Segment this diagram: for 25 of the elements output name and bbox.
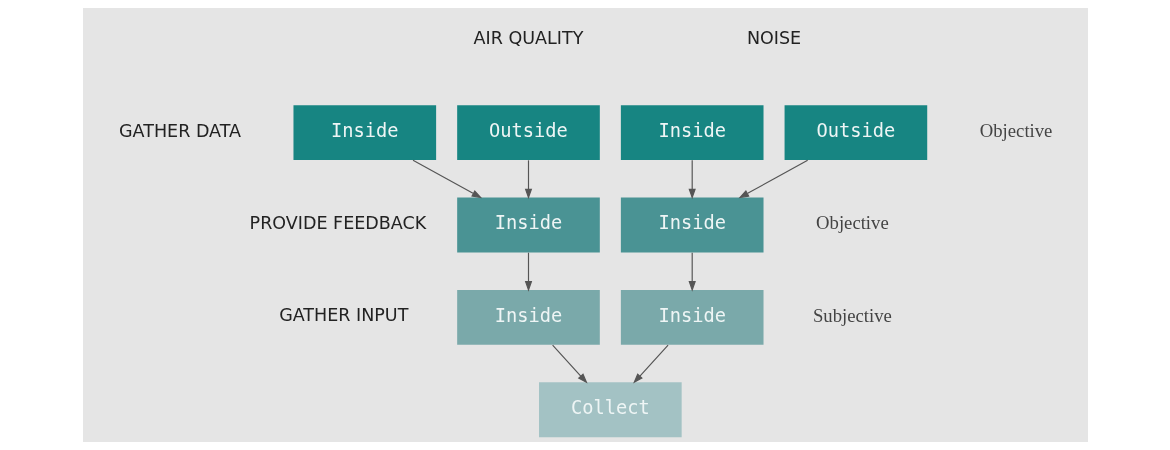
node-box: Inside bbox=[620, 289, 763, 345]
node-box: Outside bbox=[456, 105, 600, 161]
node-box: Outside bbox=[784, 105, 927, 161]
node-box: Inside bbox=[292, 105, 436, 161]
label: Subjective bbox=[812, 304, 892, 326]
node-box: Inside bbox=[620, 197, 763, 253]
arrow bbox=[738, 159, 808, 199]
arrow bbox=[551, 344, 588, 384]
arrow bbox=[632, 344, 669, 384]
label: Objective bbox=[979, 120, 1052, 142]
arrow bbox=[524, 159, 532, 200]
node-box: Inside bbox=[456, 197, 600, 253]
arrow bbox=[411, 159, 482, 199]
arrow bbox=[688, 159, 696, 200]
label: GATHER INPUT bbox=[278, 305, 408, 326]
arrow bbox=[524, 252, 532, 292]
label: GATHER DATA bbox=[118, 120, 241, 141]
label: PROVIDE FEEDBACK bbox=[249, 213, 426, 234]
label: AIR QUALITY bbox=[473, 28, 583, 49]
node-box: Inside bbox=[620, 105, 763, 161]
arrow bbox=[688, 252, 696, 292]
node-box: Inside bbox=[456, 289, 600, 345]
label: Objective bbox=[815, 212, 889, 234]
label: NOISE bbox=[746, 28, 801, 49]
node-box: Collect bbox=[538, 382, 682, 438]
